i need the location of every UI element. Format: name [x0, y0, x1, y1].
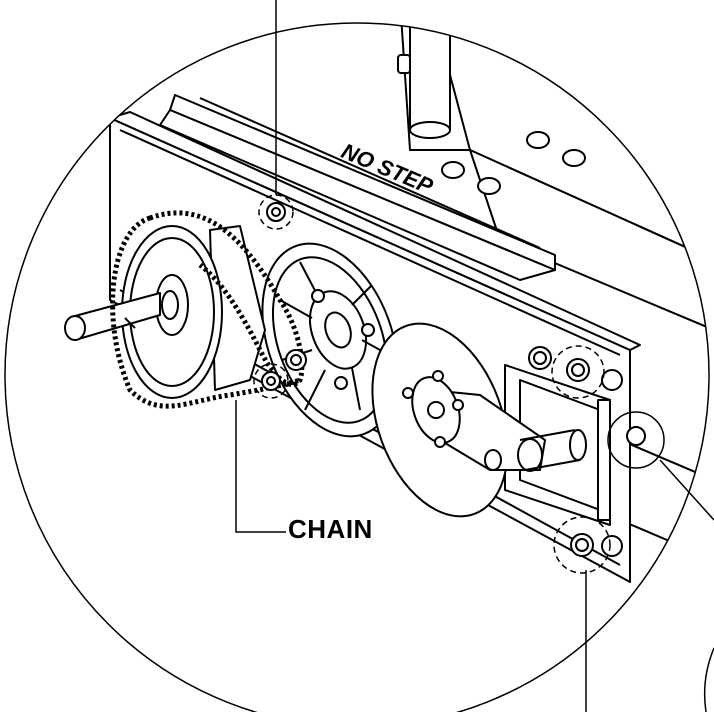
adjacent-detail-arc: [703, 647, 714, 712]
input-shaft-and-hub: [64, 225, 266, 399]
crank-disc: [371, 322, 587, 518]
detail-view-outline: [4, 22, 710, 712]
bracket-bolts: [528, 346, 646, 557]
drive-chain: [110, 210, 305, 409]
highlight-bolts: [261, 202, 286, 391]
chain-callout-label: CHAIN: [288, 514, 373, 544]
leader-lines: [235, 0, 714, 712]
frame-bolts: [441, 131, 586, 195]
bearing-bracket: [504, 364, 611, 526]
highlight-circles: [253, 194, 611, 574]
no-step-plate: [159, 94, 556, 281]
upright-post: [397, 23, 451, 139]
detail-marker-circle: [607, 411, 665, 469]
small-sprocket: [285, 349, 307, 371]
